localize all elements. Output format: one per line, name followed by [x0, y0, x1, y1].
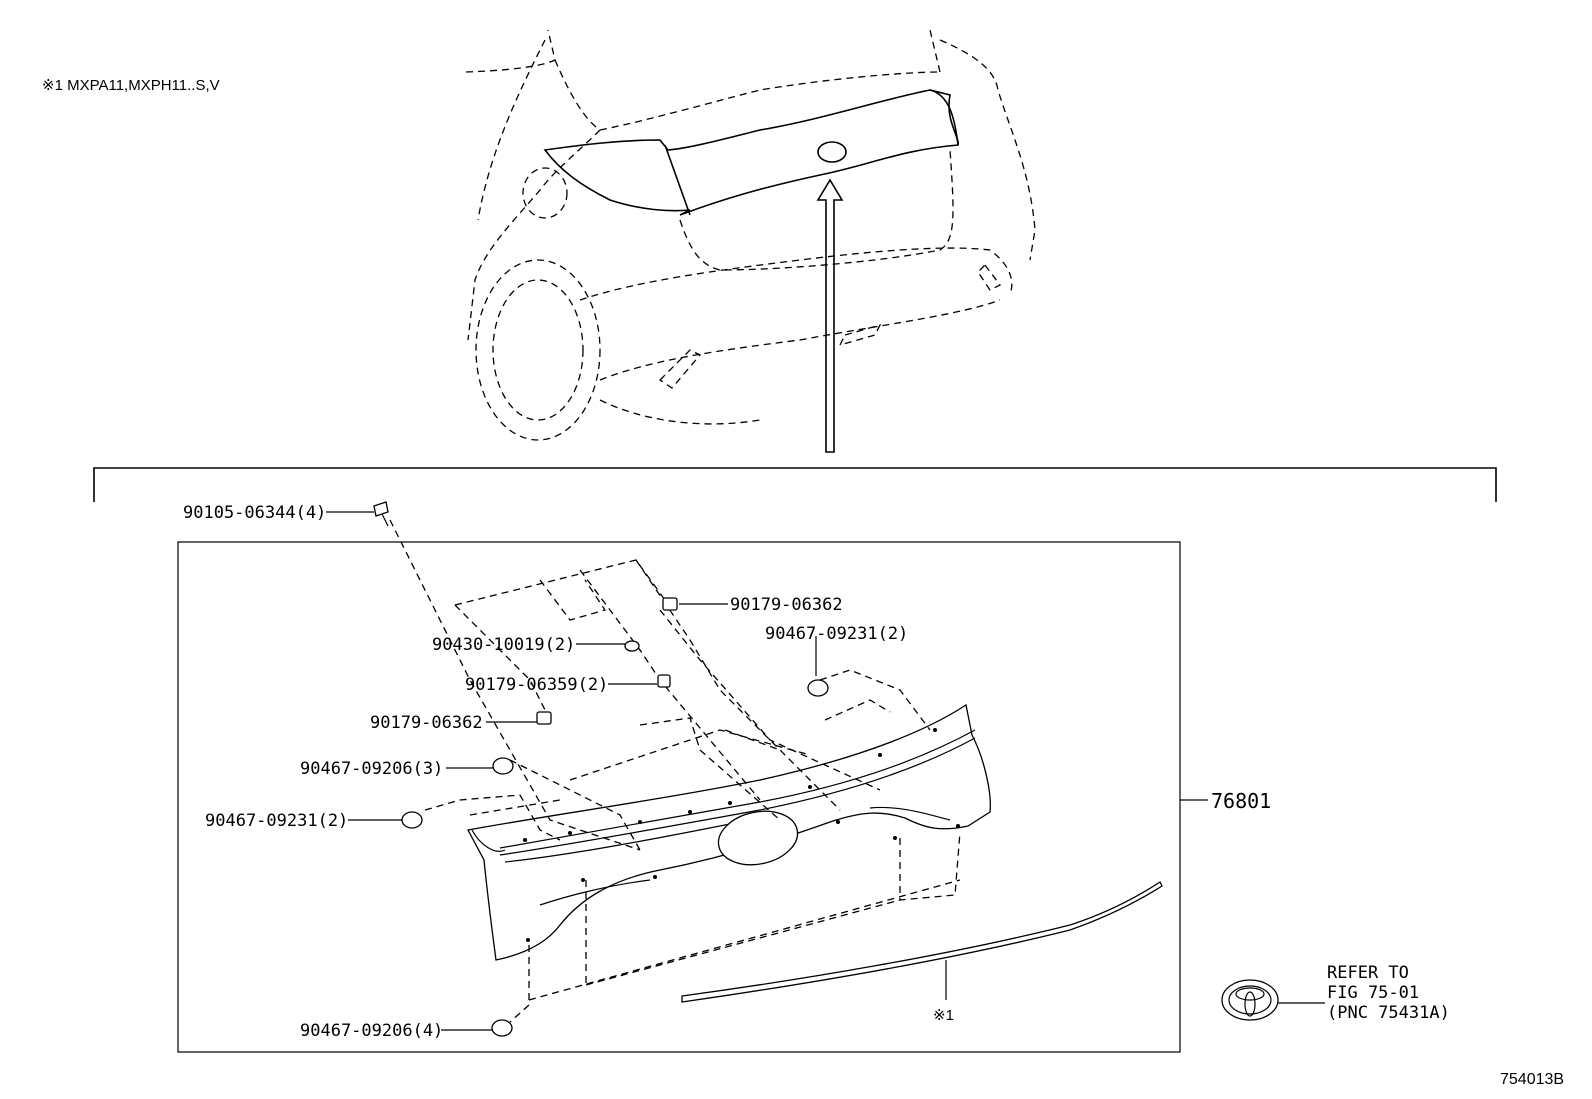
- bracket-line: [93, 467, 1497, 502]
- callout-90179-06362-mid: 90179-06362: [370, 713, 483, 733]
- callout-90467-09206-4: 90467-09206(4): [300, 1021, 443, 1041]
- bolt-icon: [373, 501, 389, 527]
- callout-90179-06359: 90179-06359(2): [465, 675, 608, 695]
- rear-garnish-panel: [467, 703, 991, 961]
- callout-90430-10019: 90430-10019(2): [432, 635, 575, 655]
- molding-strip: [681, 881, 1163, 1003]
- callout-90105-06344: 90105-06344(4): [183, 503, 326, 523]
- emblem-ref-line3: (PNC 75431A): [1327, 1003, 1450, 1023]
- push-clip-icon: [807, 679, 829, 697]
- callout-90467-09231-left: 90467-09231(2): [205, 811, 348, 831]
- assembly-pnc-label: 76801: [1211, 789, 1271, 813]
- diagram-id: 754013B: [1500, 1071, 1564, 1088]
- direction-arrow: [816, 178, 844, 453]
- fastener-dashed-lines: [389, 519, 961, 1023]
- clip-icon: [662, 597, 678, 611]
- emblem-ref-line1: REFER TO: [1327, 963, 1409, 983]
- callout-90179-06362-top: 90179-06362: [730, 595, 843, 615]
- callout-leaders: [326, 511, 1325, 1031]
- emblem-icon: [1221, 979, 1279, 1021]
- push-clip-icon-3: [401, 811, 423, 829]
- assembly-frame: [177, 541, 1181, 1053]
- push-clip-icon-4: [491, 1019, 513, 1037]
- vehicle-rear-illustration: [465, 29, 1036, 441]
- callout-90467-09206-3: 90467-09206(3): [300, 759, 443, 779]
- variant-note: ※1 MXPA11,MXPH11..S,V: [42, 77, 220, 94]
- emblem-ref-line2: FIG 75-01: [1327, 983, 1419, 1003]
- washer-icon: [624, 640, 640, 652]
- molding-ref-label: ※1: [933, 1007, 954, 1024]
- nut-icon: [657, 674, 671, 688]
- clip-icon-2: [536, 711, 552, 725]
- push-clip-icon-2: [492, 757, 514, 775]
- callout-90467-09231-right: 90467-09231(2): [765, 624, 908, 644]
